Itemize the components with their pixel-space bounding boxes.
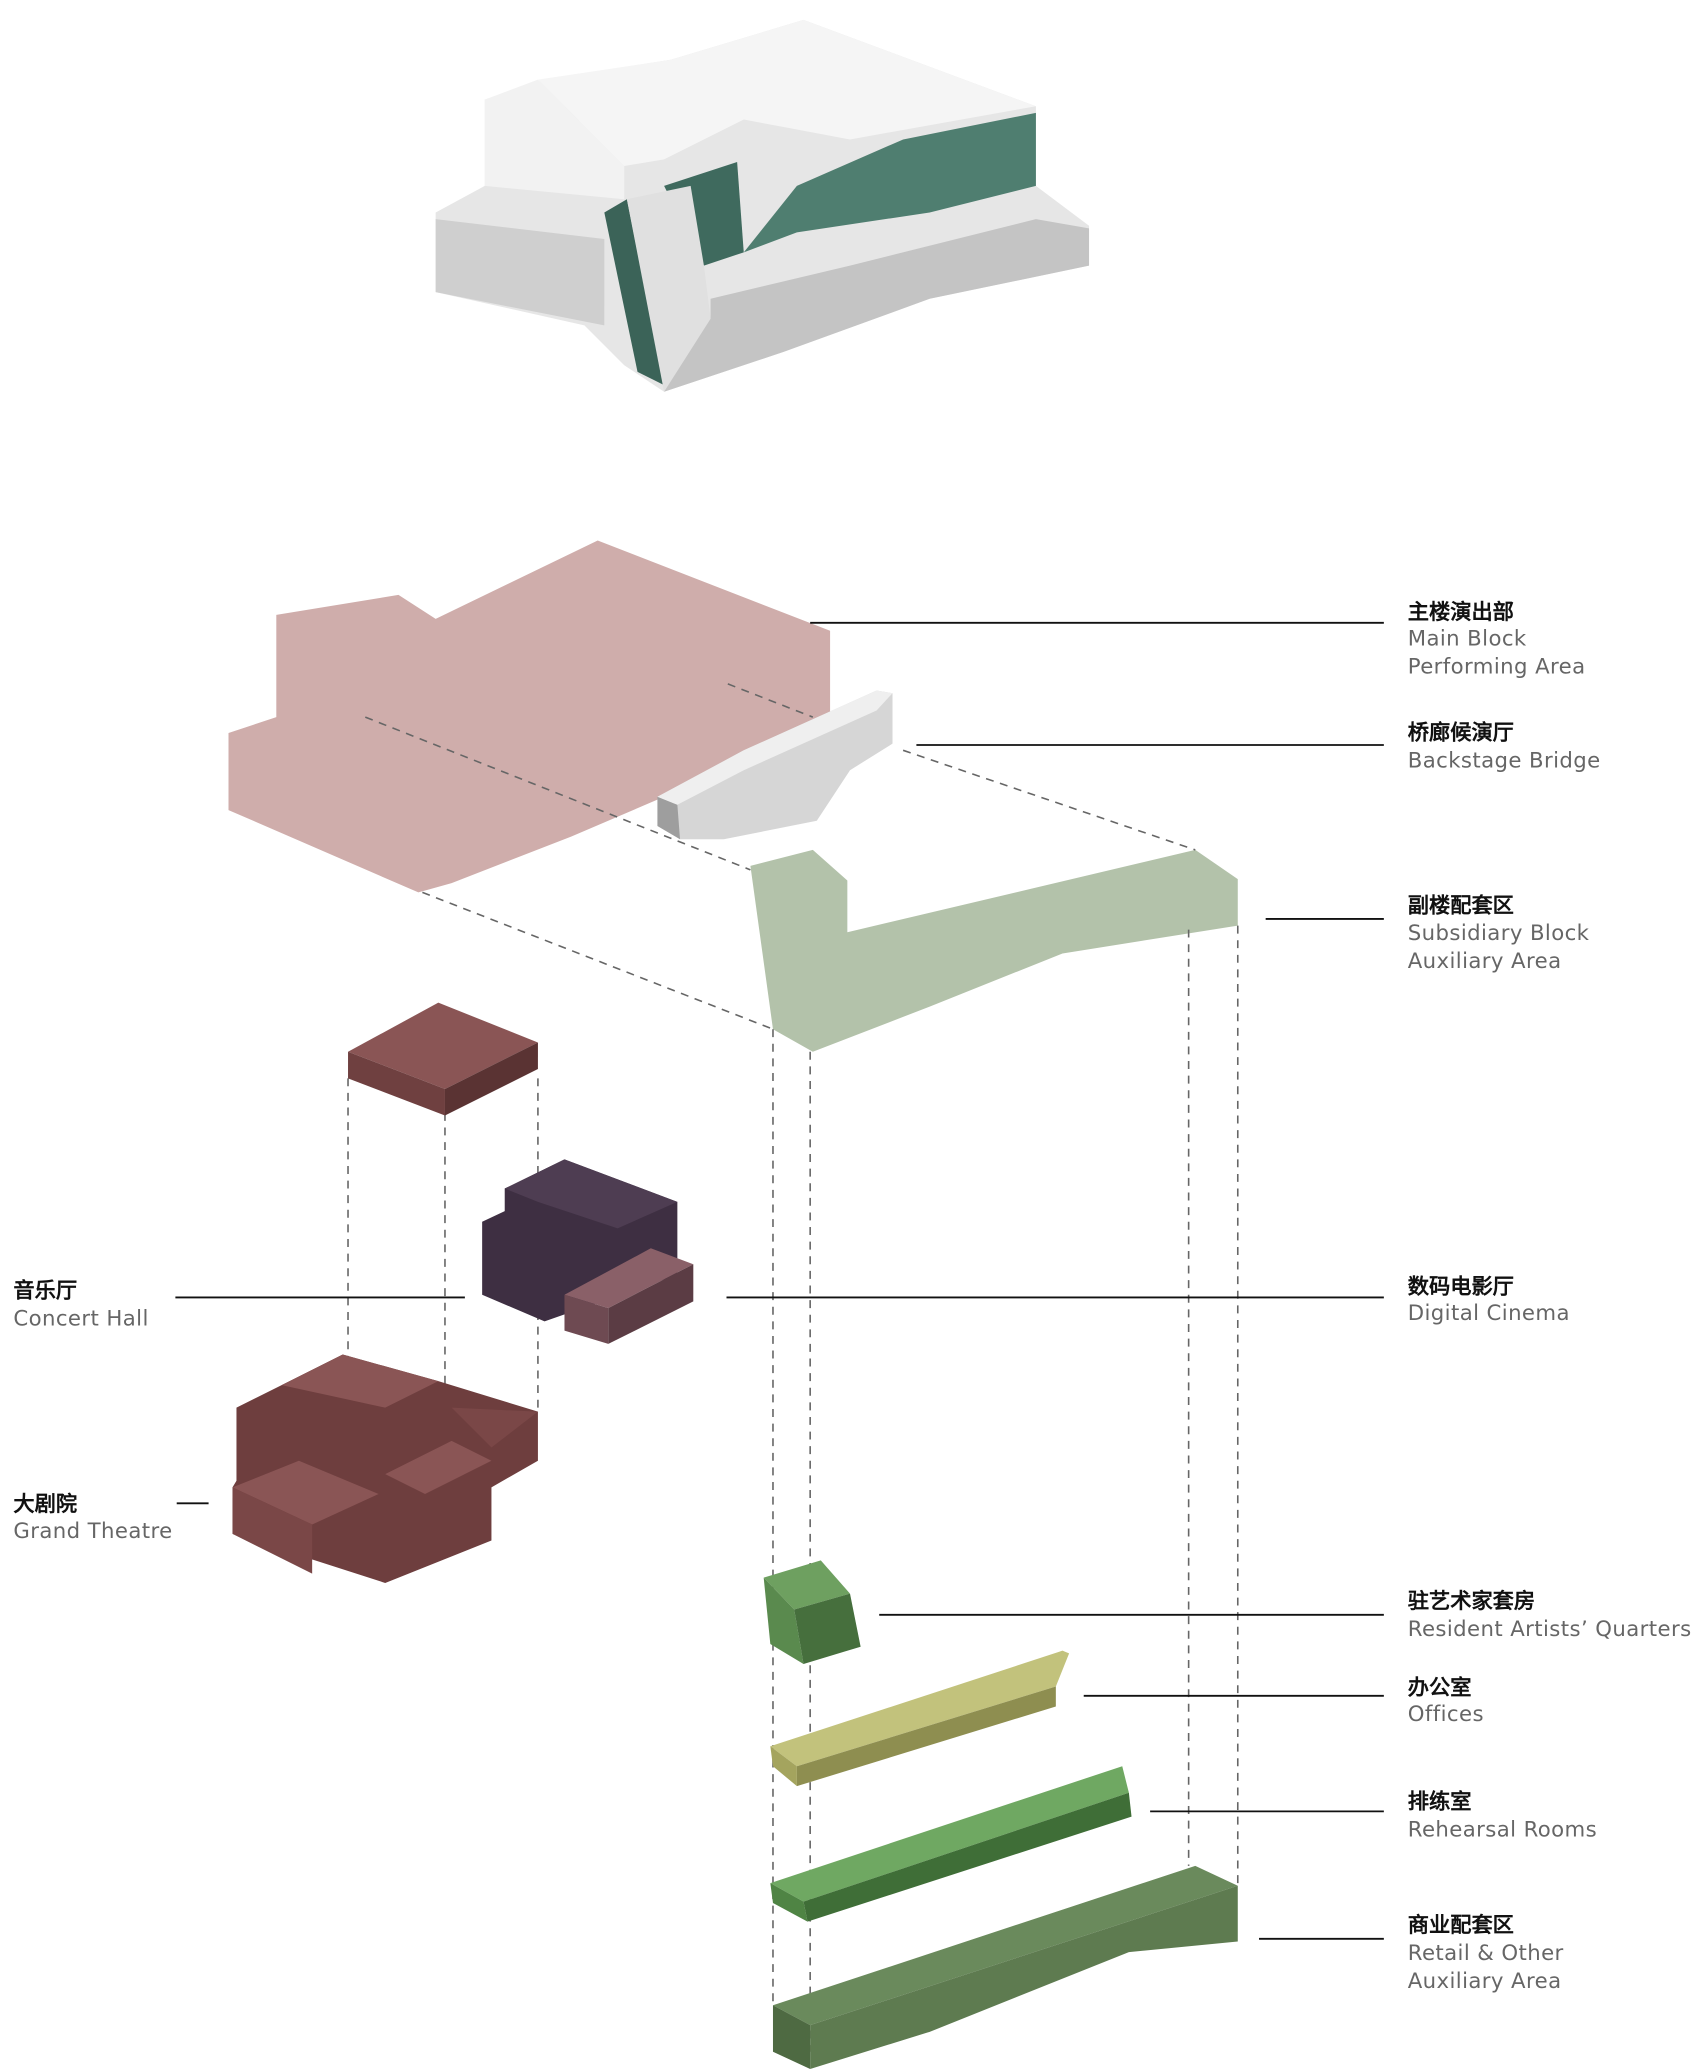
label-en: Offices <box>1408 1702 1484 1727</box>
label-en: Backstage Bridge <box>1408 749 1601 774</box>
label-rehearsal-rooms: 排练室 Rehearsal Rooms <box>1408 1789 1597 1843</box>
label-concert-hall: 音乐厅 Concert Hall <box>13 1277 148 1331</box>
label-en: Auxiliary Area <box>1408 949 1562 974</box>
rehearsal-rooms-volume <box>770 1766 1132 1922</box>
subsidiary-block-plate <box>750 849 1238 1052</box>
label-en: Performing Area <box>1408 654 1586 679</box>
label-resident-artists: 驻艺术家套房 Resident Artists’ Quarters <box>1408 1588 1692 1642</box>
label-en: Subsidiary Block <box>1408 921 1590 946</box>
label-digital-cinema: 数码电影厅 Digital Cinema <box>1408 1274 1570 1326</box>
label-zh: 商业配套区 <box>1408 1912 1514 1938</box>
label-retail: 商业配套区 Retail & Other Auxiliary Area <box>1408 1912 1564 1994</box>
retail-volume <box>772 1865 1238 2069</box>
label-zh: 音乐厅 <box>13 1277 77 1303</box>
grand-theatre-volume <box>232 1354 538 1583</box>
label-zh: 桥廊候演厅 <box>1408 720 1514 746</box>
label-grand-theatre: 大剧院 Grand Theatre <box>13 1491 172 1544</box>
label-zh: 副楼配套区 <box>1408 892 1514 918</box>
label-en: Auxiliary Area <box>1408 1969 1562 1994</box>
label-backstage-bridge: 桥廊候演厅 Backstage Bridge <box>1408 720 1601 774</box>
backstage-bridge-volume <box>657 690 893 840</box>
label-zh: 主楼演出部 <box>1408 599 1514 625</box>
label-zh: 大剧院 <box>13 1491 77 1517</box>
leader-lines <box>175 621 1384 1940</box>
label-zh: 办公室 <box>1408 1675 1472 1701</box>
label-en: Digital Cinema <box>1408 1301 1570 1326</box>
label-zh: 数码电影厅 <box>1408 1274 1514 1299</box>
projection-lines <box>347 683 1239 2052</box>
resident-artists-volume <box>763 1560 861 1664</box>
label-zh: 排练室 <box>1408 1789 1472 1815</box>
digital-cinema-volume <box>482 1159 694 1344</box>
offices-volume <box>770 1650 1070 1787</box>
label-offices: 办公室 Offices <box>1408 1675 1484 1728</box>
label-en: Concert Hall <box>13 1306 148 1331</box>
main-block-plate <box>228 540 831 893</box>
building-massing <box>435 19 1090 392</box>
concert-hall-volume <box>348 1002 538 1116</box>
label-en: Rehearsal Rooms <box>1408 1818 1597 1843</box>
label-en: Resident Artists’ Quarters <box>1408 1617 1692 1642</box>
label-zh: 驻艺术家套房 <box>1408 1588 1535 1614</box>
label-en: Main Block <box>1408 626 1527 651</box>
label-en: Grand Theatre <box>13 1519 172 1544</box>
label-subsidiary-block: 副楼配套区 Subsidiary Block Auxiliary Area <box>1408 892 1590 974</box>
label-en: Retail & Other <box>1408 1941 1564 1966</box>
label-main-block: 主楼演出部 Main Block Performing Area <box>1408 599 1586 679</box>
